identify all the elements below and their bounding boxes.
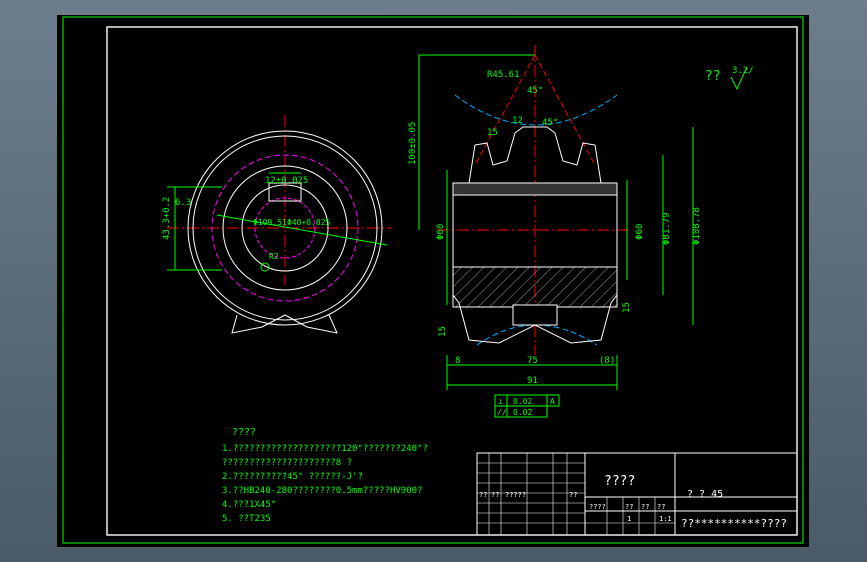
note-line: 2.??????????45° ??????-J'?	[222, 472, 363, 482]
title-block-grid	[477, 453, 675, 535]
tol-datum: A	[550, 397, 555, 406]
title-block-cell: ??	[479, 491, 487, 499]
side-left-dim: 15	[438, 326, 448, 337]
tol-parallel-symbol: //	[497, 408, 507, 417]
drawing-canvas: 12±0.025 43.3+0.2 6.3 Φ109.51 Φ40+0.025 …	[62, 16, 804, 544]
title-block	[476, 452, 798, 536]
height-dim: 100±0.05	[408, 122, 418, 165]
drawing-viewport[interactable]: 12±0.025 43.3+0.2 6.3 Φ109.51 Φ40+0.025 …	[57, 15, 809, 547]
tol-perp-value: 0.02	[513, 397, 532, 406]
roughness-check-icon	[730, 66, 748, 91]
dia-outer-dim: Φ108.78	[692, 207, 702, 245]
chamfer-dim: 6.3	[175, 198, 191, 208]
drawing-name-block: ??**********????	[681, 517, 787, 530]
material-label: ? ? 45	[687, 489, 723, 500]
title-block-cell: ??	[491, 491, 499, 499]
title-block-cell: ????	[589, 503, 606, 511]
section-view	[418, 45, 694, 390]
tol-parallel-value: 0.02	[513, 408, 532, 417]
bore-right-dim: Φ60	[635, 224, 645, 240]
end-view	[167, 115, 392, 334]
len-total-dim: 91	[527, 376, 538, 386]
title-block-cell: 1	[627, 515, 631, 523]
keyway-width-dim: 12±0.025	[265, 176, 308, 186]
tolerance-frame	[494, 394, 560, 418]
bore-left-dim: Φ60	[436, 224, 446, 240]
roughness-symbol: ??	[705, 69, 721, 84]
depth-dim: 15	[487, 128, 498, 138]
len-left-dim: 8	[455, 356, 460, 366]
inner-border	[106, 26, 798, 536]
bore-key-dim: Φ40+0.025	[287, 218, 331, 227]
note-line: ?????????????????????8 ?	[222, 458, 352, 468]
roughness-value: 3.2/	[732, 66, 754, 76]
note-line: 3.??HB240-280????????0.5mm?????HV900?	[222, 486, 422, 496]
angle-flank-dim: 45°	[542, 118, 558, 128]
title-block-cell: 1:1	[659, 515, 672, 523]
title-block-cell: ?????	[505, 491, 526, 499]
outer-border	[62, 16, 804, 544]
angle-top-dim: 45°	[527, 86, 543, 96]
title-block-cell: ??	[569, 491, 577, 499]
note-line: 5. ??T235	[222, 514, 271, 524]
bore-small-dim: Φ109.51	[253, 218, 287, 227]
note-line: 1.????????????????????120°???????240°?	[222, 444, 428, 454]
groove-width-dim: 12	[512, 116, 523, 126]
keyway-depth-dim: 43.3+0.2	[162, 197, 172, 240]
tol-perp-symbol: ⊥	[498, 397, 503, 406]
title-block-cell: ??	[625, 503, 633, 511]
dia-mid-dim: Φ81.79	[662, 212, 672, 245]
title-block-cell: ??	[657, 503, 665, 511]
len-mid-dim: 75	[527, 356, 538, 366]
len-right-dim: (8)	[599, 356, 615, 366]
radius-dim: R45.61	[487, 70, 520, 80]
title-block-cell: ??	[641, 503, 649, 511]
r-small-dim: R2	[269, 252, 279, 261]
drawing-title: ????	[604, 474, 635, 489]
notes-heading: ????	[232, 427, 256, 438]
note-line: 4.???1X45°	[222, 500, 276, 510]
side-right-dim: 15	[622, 302, 632, 313]
